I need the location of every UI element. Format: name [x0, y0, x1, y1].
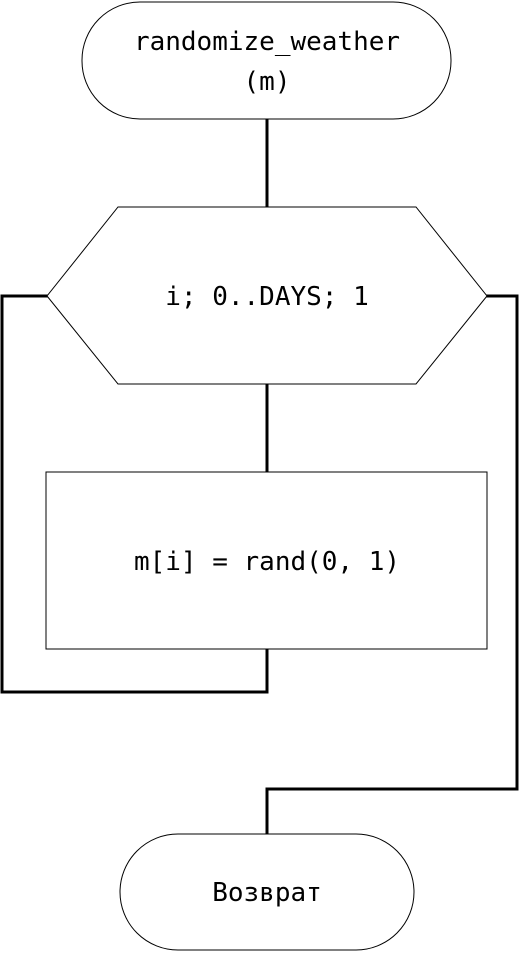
- loop-label: i; 0..DAYS; 1: [165, 282, 369, 312]
- end-terminator-shape: [119, 833, 415, 951]
- connector-loop-exit: [265, 294, 519, 836]
- end-label: Возврат: [212, 878, 322, 908]
- connectors: [0, 117, 519, 836]
- process-label: m[i] = rand(0, 1): [134, 547, 400, 577]
- connector-loop-back: [0, 294, 269, 694]
- process-block: m[i] = rand(0, 1): [45, 471, 488, 650]
- end-terminator: Возврат: [119, 833, 415, 951]
- start-label-line1: randomize_weather: [134, 27, 400, 57]
- start-terminator-shape: [81, 1, 452, 120]
- loop-block: i; 0..DAYS; 1: [46, 206, 488, 385]
- process-block-shape: [45, 471, 488, 650]
- start-terminator: randomize_weather (m): [81, 1, 452, 120]
- loop-hexagon-shape: [46, 206, 488, 385]
- start-label-line2: (m): [244, 67, 291, 97]
